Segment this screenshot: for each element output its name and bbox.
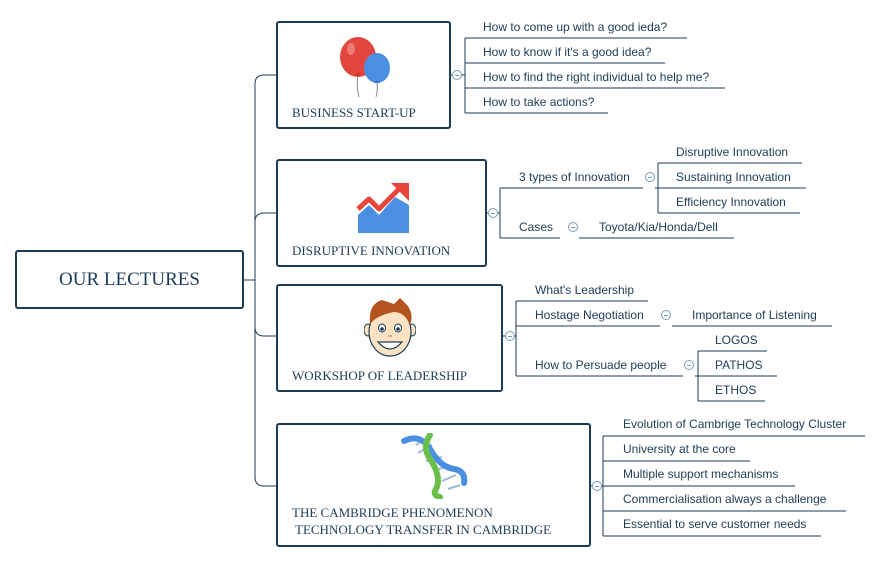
branch-item[interactable]: Efficiency Innovation: [676, 195, 786, 209]
branch-item[interactable]: Importance of Listening: [692, 308, 817, 322]
branch-item[interactable]: Disruptive Innovation: [676, 145, 789, 159]
topic-label: DISRUPTIVE INNOVATION: [292, 243, 451, 258]
collapse-toggle-icon[interactable]: [452, 70, 462, 80]
collapse-toggle-icon[interactable]: [568, 222, 578, 232]
topic-label-line: THE CAMBRIDGE PHENOMENON: [292, 505, 493, 520]
topic-label-multiline: THE CAMBRIDGE PHENOMENON TECHNOLOGY TRAN…: [292, 504, 551, 538]
branch-item[interactable]: PATHOS: [715, 358, 763, 372]
collapse-toggle-icon[interactable]: [645, 172, 655, 182]
branch-item[interactable]: How to Persuade people: [535, 358, 667, 372]
topic-workshop-of-leadership[interactable]: WORKSHOP OF LEADERSHIP: [276, 284, 503, 392]
central-topic[interactable]: OUR LECTURES: [15, 250, 244, 309]
balloons-icon: [340, 37, 390, 98]
topic-disruptive-innovation[interactable]: DISRUPTIVE INNOVATION: [276, 159, 487, 267]
branch-item[interactable]: How to take actions?: [483, 95, 595, 109]
branch-item[interactable]: LOGOS: [715, 333, 758, 347]
topic-label: WORKSHOP OF LEADERSHIP: [292, 368, 468, 383]
collapse-toggle-icon[interactable]: [684, 360, 694, 370]
collapse-toggle-icon[interactable]: [488, 208, 498, 218]
topic-label: BUSINESS START-UP: [292, 105, 416, 120]
branch-item[interactable]: Essential to serve customer needs: [623, 517, 807, 531]
collapse-toggle-icon[interactable]: [505, 331, 515, 341]
branch-item[interactable]: University at the core: [623, 442, 736, 456]
smiling-face-icon: [364, 298, 416, 357]
branch-item[interactable]: Hostage Negotiation: [535, 308, 644, 322]
branch-item[interactable]: 3 types of Innovation: [519, 170, 630, 184]
topic-label-line: TECHNOLOGY TRANSFER IN CAMBRIDGE: [295, 522, 552, 537]
central-topic-label: OUR LECTURES: [59, 268, 200, 290]
rising-chart-icon: [356, 183, 409, 233]
topic-business-start-up[interactable]: BUSINESS START-UP: [276, 21, 451, 129]
dna-helix-icon: [401, 433, 468, 499]
branch-item[interactable]: How to come up with a good ieda?: [483, 20, 668, 34]
branch-item[interactable]: Sustaining Innovation: [676, 170, 791, 184]
branch-item[interactable]: Evolution of Cambrige Technology Cluster: [623, 417, 847, 431]
branch-item[interactable]: What's Leadership: [535, 283, 635, 297]
branch-item[interactable]: Cases: [519, 220, 554, 234]
collapse-toggle-icon[interactable]: [661, 310, 671, 320]
branch-item[interactable]: Toyota/Kia/Honda/Dell: [599, 220, 718, 234]
branch-item[interactable]: Commercialisation always a challenge: [623, 492, 827, 506]
topic-cambridge-phenomenon[interactable]: THE CAMBRIDGE PHENOMENON TECHNOLOGY TRAN…: [276, 423, 591, 547]
branch-item[interactable]: How to find the right individual to help…: [483, 70, 710, 84]
collapse-toggle-icon[interactable]: [592, 481, 602, 491]
branch-item[interactable]: Multiple support mechanisms: [623, 467, 779, 481]
branch-item[interactable]: How to know if it's a good idea?: [483, 45, 652, 59]
branch-item[interactable]: ETHOS: [715, 383, 757, 397]
